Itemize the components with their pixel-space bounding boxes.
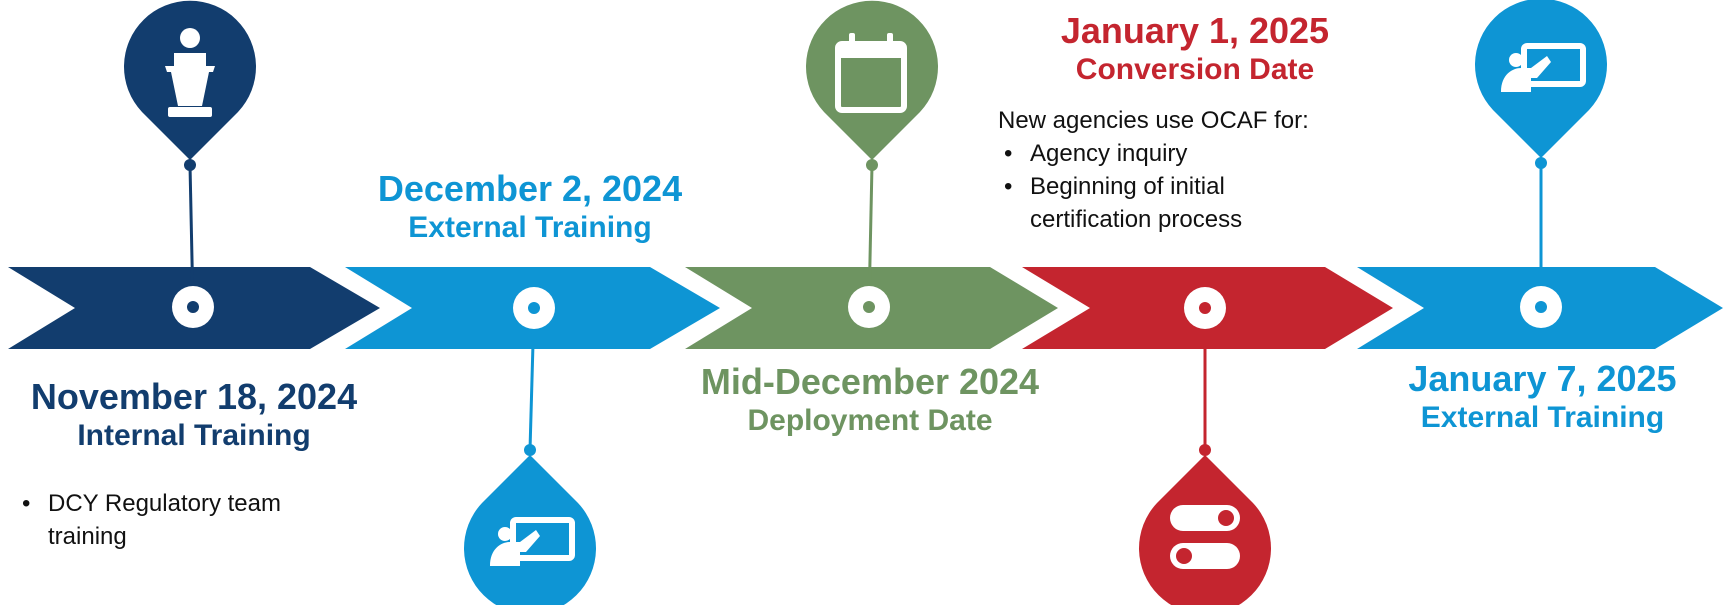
band-marker-5 (1520, 286, 1562, 328)
milestone-2-date: December 2, 2024 (377, 168, 683, 209)
stem-dot-3 (866, 159, 878, 171)
calendar-icon (835, 33, 907, 113)
map-pin-5 (1475, 0, 1607, 158)
stem-dot-5 (1535, 157, 1547, 169)
connector-line-2 (528, 307, 536, 451)
map-pin-4 (1139, 455, 1271, 605)
podium-icon (165, 28, 215, 117)
band-marker-3 (848, 286, 890, 328)
stem-dot-2 (524, 444, 536, 456)
band-marker-2 (513, 287, 555, 329)
connector-line-1 (188, 164, 195, 308)
milestone-2-label: December 2, 2024 External Training (350, 168, 710, 246)
map-pin-1 (124, 0, 257, 160)
milestone-1-notes: DCY Regulatory team training (16, 487, 346, 553)
milestone-1-date: November 18, 2024 (30, 376, 358, 417)
milestone-1-note-1: DCY Regulatory team training (16, 487, 346, 553)
map-pin-2 (464, 455, 596, 605)
milestone-4-note-1: Agency inquiry (998, 137, 1378, 170)
milestone-4-label: January 1, 2025 Conversion Date (1010, 10, 1380, 88)
toggle-switch-icon (1170, 505, 1240, 569)
milestone-3-subtitle: Deployment Date (747, 404, 993, 437)
milestone-3-date: Mid-December 2024 (700, 361, 1040, 402)
milestone-4-notes: New agencies use OCAF for: Agency inquir… (998, 104, 1378, 236)
milestone-4-intro: New agencies use OCAF for: (998, 107, 1309, 134)
presentation-board-icon (490, 517, 575, 566)
milestone-4-subtitle: Conversion Date (1075, 53, 1315, 86)
milestone-3-label: Mid-December 2024 Deployment Date (670, 361, 1070, 439)
band-marker-1 (172, 286, 214, 328)
presentation-board-icon (1501, 43, 1586, 92)
milestone-5-subtitle: External Training (1420, 401, 1665, 434)
milestone-2-subtitle: External Training (408, 211, 652, 244)
milestone-4-note-2: Beginning of initial certification proce… (998, 170, 1320, 236)
band-marker-4 (1184, 287, 1226, 329)
map-pin-3 (806, 0, 938, 161)
stem-dot-1 (184, 159, 196, 171)
milestone-1-label: November 18, 2024 Internal Training (8, 376, 380, 454)
stem-dot-4 (1199, 444, 1211, 456)
connector-line-3 (867, 164, 874, 308)
milestone-1-subtitle: Internal Training (77, 419, 311, 452)
milestone-5-label: January 7, 2025 External Training (1370, 358, 1715, 436)
milestone-4-date: January 1, 2025 (1060, 10, 1330, 51)
milestone-5-date: January 7, 2025 (1408, 358, 1677, 399)
